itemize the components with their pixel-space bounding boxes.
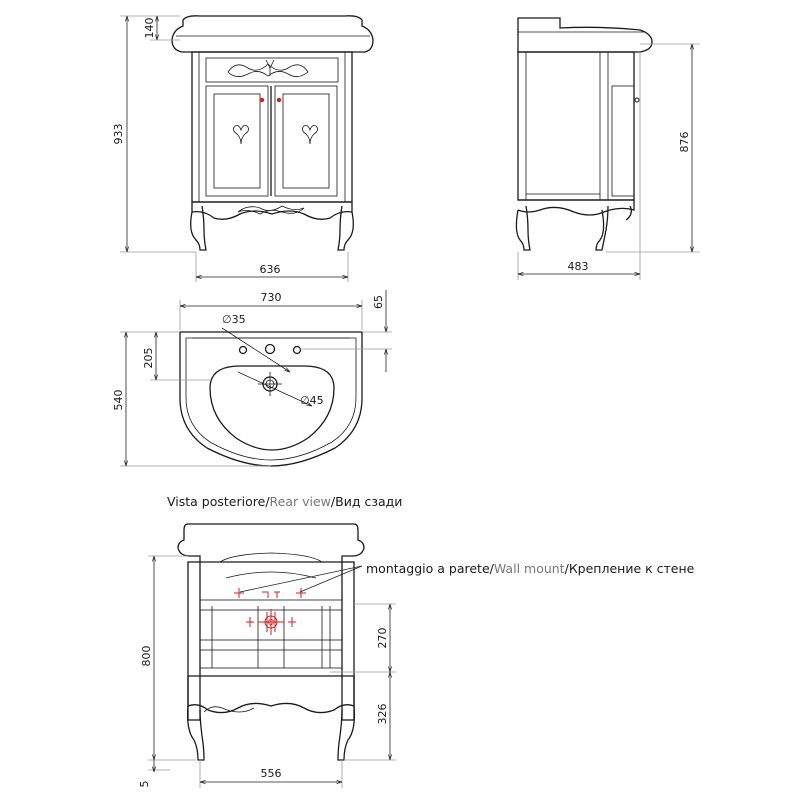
front-view: 140 933 636 [112,15,374,282]
caption-rear-ru: Вид сзади [335,494,402,509]
caption-wall-it: montaggio a parete [366,561,490,576]
caption-rear-it: Vista posteriore [167,494,266,509]
side-view: 876 483 [515,17,700,280]
dim-basin-rim: 65 [372,295,385,309]
basin-top-view: ∅35 ∅45 730 65 205 540 [112,290,392,467]
caption-wall-en: Wall mount [494,561,565,576]
dim-rear-height: 800 [140,646,153,667]
dim-rear-width: 556 [261,767,282,780]
dim-front-width: 636 [260,263,281,276]
wall-mount-marks [234,588,306,635]
dim-rear-mount-lower: 326 [376,704,389,725]
rear-view: Vista posteriore/Rear view/Вид сзади [138,494,695,788]
caption-wall-mount: montaggio a parete/Wall mount/Крепление … [366,561,695,576]
caption-wall-sep1: / [490,561,495,576]
dim-tap-hole: ∅35 [222,313,246,326]
dim-side-depth: 483 [568,260,589,273]
dim-rear-mount-upper: 270 [376,628,389,649]
dim-front-top-height: 140 [143,18,156,39]
dim-basin-hole-offset: 205 [142,348,155,369]
dim-basin-width: 730 [261,291,282,304]
caption-rear-sep2: / [331,494,336,509]
caption-rear-view: Vista posteriore/Rear view/Вид сзади [167,494,402,509]
caption-rear-sep1: / [265,494,270,509]
caption-rear-en: Rear view [270,494,331,509]
caption-wall-ru: Крепление к стене [569,561,695,576]
caption-wall-sep2: / [565,561,570,576]
dim-front-total-height: 933 [112,124,125,145]
dim-rear-floor-gap: 5 [138,781,151,788]
dim-side-height: 876 [678,132,691,153]
dim-drain-hole: ∅45 [300,394,324,407]
dim-basin-depth: 540 [112,390,125,411]
